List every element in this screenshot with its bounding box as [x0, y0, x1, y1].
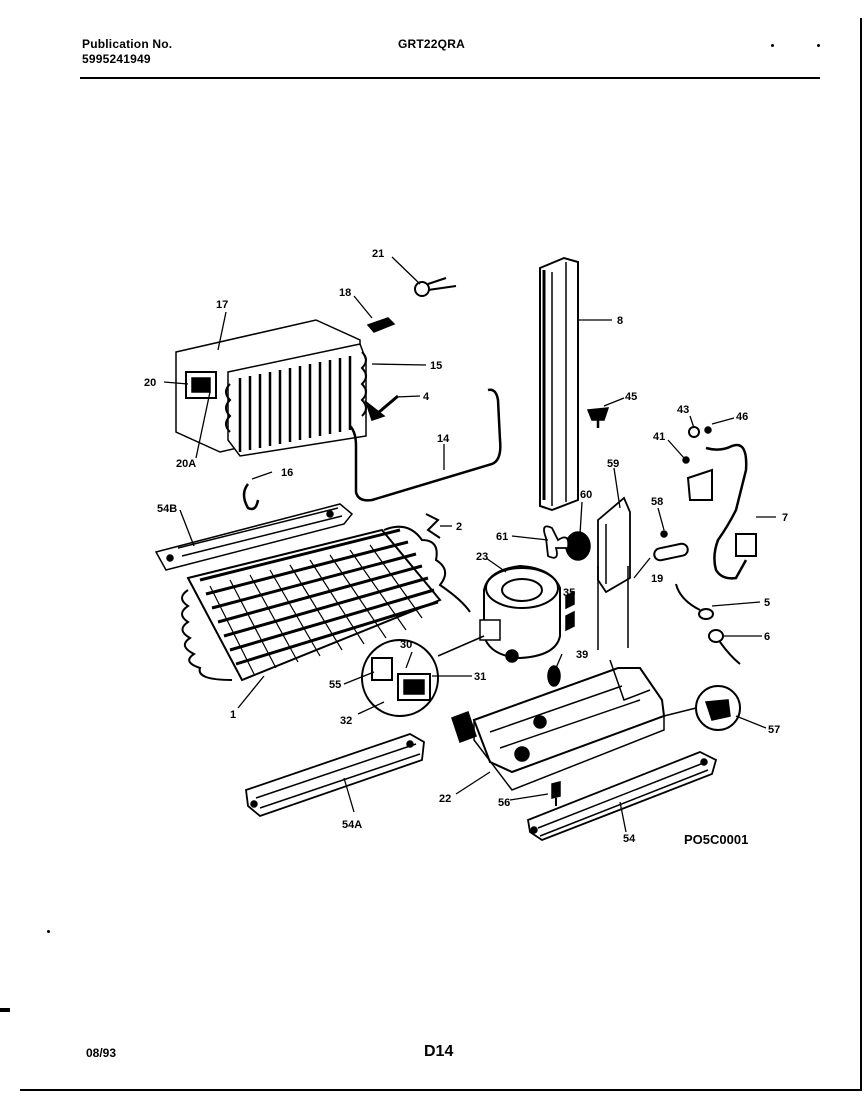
callout-1: 1: [230, 709, 236, 721]
callout-17: 17: [216, 299, 228, 311]
speck-mark: [771, 44, 774, 47]
evaporator-coil: [181, 525, 471, 682]
leader-lines: [163, 256, 776, 833]
callout-20: 20: [144, 377, 156, 389]
detail-57: [663, 685, 741, 731]
callout-59: 59: [607, 458, 619, 470]
callout-14: 14: [437, 433, 450, 445]
screw-45: [586, 407, 610, 428]
speck-mark: [817, 44, 820, 47]
callout-6: 6: [764, 631, 770, 643]
speck-mark: [47, 930, 50, 933]
fan-motor-60: [565, 531, 591, 561]
screw-56: [551, 781, 561, 806]
condenser-coil: [225, 343, 367, 457]
callout-8: 8: [617, 315, 623, 327]
callout-20a: 20A: [176, 458, 196, 470]
switch-20: [185, 371, 217, 399]
callout-30: 30: [400, 639, 412, 651]
base-frame-22: [451, 566, 666, 791]
footer-date: 08/93: [86, 1046, 117, 1060]
callout-19: 19: [651, 573, 663, 585]
callout-46: 46: [736, 411, 748, 423]
callout-22: 22: [439, 793, 451, 805]
callout-55: 55: [329, 679, 341, 691]
footer-page-code: D14: [424, 1043, 454, 1060]
drier-4: [364, 394, 399, 421]
rail-54b: [154, 503, 354, 571]
clip-2: [425, 513, 441, 539]
callout-39: 39: [576, 649, 588, 661]
callout-16: 16: [281, 467, 293, 479]
part-21: [414, 277, 457, 297]
callout-60: 60: [580, 489, 592, 501]
callout-23: 23: [476, 551, 488, 563]
parts-43-46-41: [682, 426, 712, 464]
callout-32: 32: [340, 715, 352, 727]
callout-54: 54: [623, 833, 636, 845]
edge-mark: [0, 1008, 10, 1012]
rail-54: [526, 751, 718, 842]
callout-45: 45: [625, 391, 637, 403]
callout-61: 61: [496, 531, 508, 543]
callout-56: 56: [498, 797, 510, 809]
part-18: [366, 317, 396, 333]
page-border: [20, 18, 862, 1091]
publication-label: Publication No.: [82, 37, 173, 51]
callout-15: 15: [430, 360, 442, 372]
callout-57: 57: [768, 724, 780, 736]
tube-14: [349, 388, 502, 502]
callout-labels: 21 18 17 15 20 4 14 20A 16 54B 2 8 45 43…: [144, 248, 788, 847]
wire-6: [708, 629, 741, 665]
callout-2: 2: [456, 521, 462, 533]
callout-35: 35: [563, 587, 575, 599]
fan-bracket-59: [597, 496, 631, 594]
callout-21: 21: [372, 248, 384, 260]
callout-7: 7: [782, 512, 788, 524]
wire-5: [675, 583, 714, 620]
callout-54a: 54A: [342, 819, 362, 831]
power-cord-7: [686, 443, 757, 580]
callout-18: 18: [339, 287, 351, 299]
relay-detail-circle: [361, 635, 485, 717]
callout-58: 58: [651, 496, 663, 508]
grommets-35-39: [505, 590, 575, 687]
callout-5: 5: [764, 597, 770, 609]
callout-41: 41: [653, 431, 665, 443]
compressor-23: [479, 564, 561, 660]
callout-31: 31: [474, 671, 486, 683]
header-rule: [80, 77, 820, 79]
fan-blade-61: [543, 525, 570, 559]
part-58-19: [653, 530, 689, 562]
channel-8: [539, 256, 579, 512]
clip-16: [242, 483, 260, 511]
rail-54a: [245, 733, 425, 818]
callout-43: 43: [677, 404, 689, 416]
callout-54b: 54B: [157, 503, 177, 515]
figure-code: PO5C0001: [684, 832, 748, 847]
publication-number: 5995241949: [82, 52, 151, 66]
callout-4: 4: [423, 391, 430, 403]
model-number: GRT22QRA: [398, 37, 465, 51]
